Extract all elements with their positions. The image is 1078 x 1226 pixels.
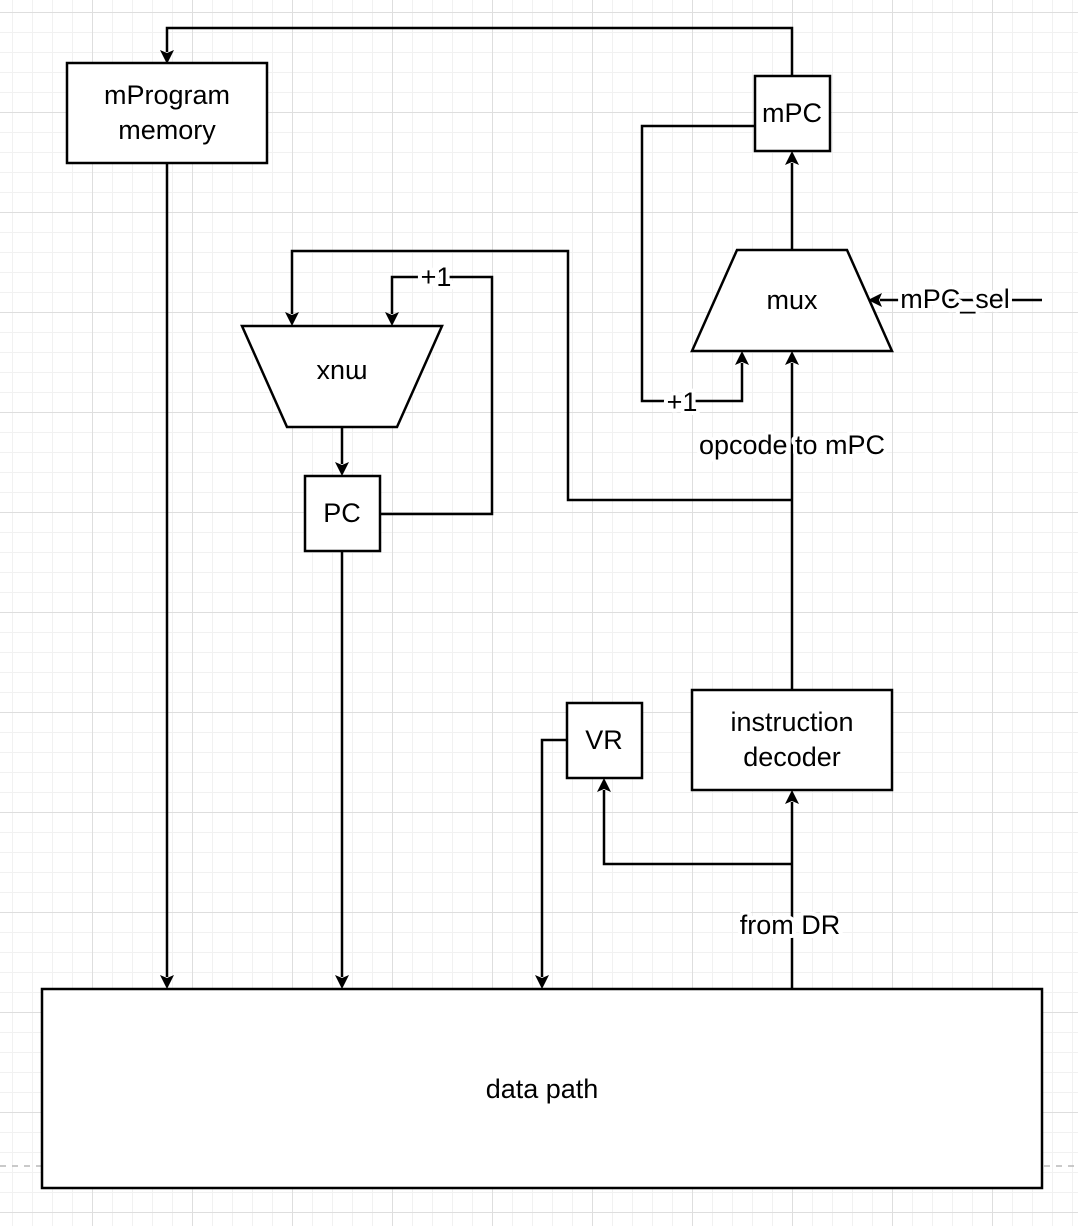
- vr-label: VR: [585, 725, 623, 755]
- mpc-register: mPC: [753, 74, 832, 153]
- arrowhead-pc-in: [335, 462, 349, 476]
- mprogram-memory-block: mProgram memory: [65, 61, 269, 165]
- from-dr-label: from DR: [740, 910, 841, 940]
- data-path-label: data path: [486, 1074, 599, 1104]
- mprogram-memory-label-line-2: memory: [118, 115, 216, 145]
- arrowhead-mprogram-memory-in: [160, 50, 174, 64]
- mpc-label: mPC: [762, 98, 822, 128]
- mux-left-label: mux: [316, 359, 368, 389]
- mprogram-memory-label-line-1: mProgram: [104, 80, 230, 110]
- vr-register: VR: [565, 701, 644, 780]
- arrowhead-mux-right-in-opcode: [785, 351, 799, 365]
- arrowhead-mux-left-in-opcode: [285, 312, 299, 326]
- arrowhead-mpc-sel: [868, 293, 882, 307]
- arrowhead-data-path-in-2: [335, 975, 349, 989]
- arrowhead-mux-right-in-increment: [735, 351, 749, 365]
- mux-right: mux: [690, 248, 894, 353]
- arrowhead-instruction-decoder-in: [785, 790, 799, 804]
- mux-left: mux: [240, 324, 444, 429]
- pc-label: PC: [323, 498, 361, 528]
- plus-one-label-right: +1: [667, 387, 698, 417]
- plus-one-label-left: +1: [421, 262, 452, 292]
- wire-vr-to-data-path: [540, 738, 567, 977]
- wire-mpc-to-mprogram-memory: [165, 26, 794, 75]
- mpc-sel-label: mPC_sel: [900, 284, 1010, 314]
- pc-register: PC: [303, 474, 382, 553]
- instruction-decoder-block: instruction decoder: [690, 688, 894, 792]
- instruction-decoder-label-line-1: instruction: [730, 707, 853, 737]
- arrowhead-data-path-in-3: [535, 975, 549, 989]
- instruction-decoder-label-line-2: decoder: [743, 742, 841, 772]
- mux-right-label: mux: [766, 285, 818, 315]
- wire-mpc-increment-loop: [640, 124, 755, 403]
- wire-dr-to-vr: [602, 790, 792, 866]
- arrowhead-mux-left-in-increment: [385, 312, 399, 326]
- data-path-block: data path: [40, 987, 1044, 1190]
- arrowhead-vr-in: [597, 778, 611, 792]
- wire-pc-increment-loop: [380, 275, 494, 516]
- opcode-to-mpc-label: opcode to mPC: [699, 430, 885, 460]
- wire-opcode-to-left-mux: [290, 249, 792, 502]
- arrowhead-mpc-in: [785, 151, 799, 165]
- arrowhead-data-path-in-1: [160, 975, 174, 989]
